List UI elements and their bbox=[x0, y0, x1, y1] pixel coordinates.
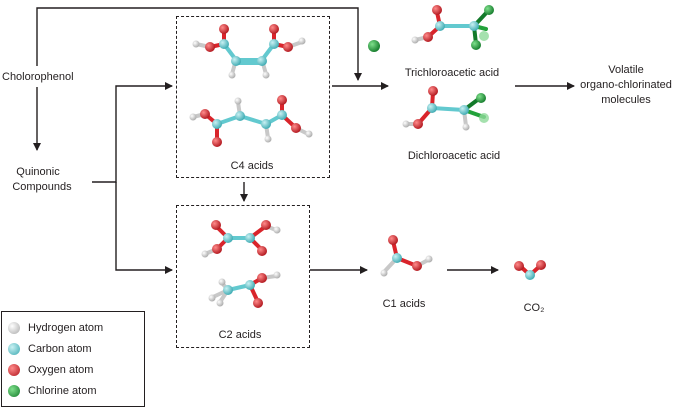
atom-legend: Hydrogen atom Carbon atom Oxygen atom Ch… bbox=[1, 311, 145, 407]
dichloroacetic-acid-molecule bbox=[402, 86, 489, 131]
hydrogen-atom-icon bbox=[8, 322, 20, 334]
legend-label-hydrogen: Hydrogen atom bbox=[28, 322, 104, 334]
c2-acids-box bbox=[176, 205, 310, 348]
c2-acids-label: C2 acids bbox=[218, 329, 262, 341]
c2-acid-molecule-bottom bbox=[208, 271, 281, 308]
c1-acid-molecule bbox=[380, 235, 433, 277]
legend-label-chlorine: Chlorine atom bbox=[28, 385, 97, 397]
co2-label: CO₂ bbox=[523, 302, 545, 314]
oxygen-atom-icon bbox=[8, 364, 20, 376]
arrow-chlorophenol-to-chloroacetic bbox=[36, 7, 362, 81]
volatile-label-line1: Volatile bbox=[608, 64, 644, 76]
c4-acids-box bbox=[176, 16, 330, 178]
c2-acid-molecule-top bbox=[201, 220, 281, 258]
dichloroacetic-label: Dichloroacetic acid bbox=[407, 150, 501, 162]
carbon-atom-icon bbox=[8, 343, 20, 355]
legend-item-oxygen: Oxygen atom bbox=[8, 363, 93, 377]
c4-acid-molecule-bottom bbox=[189, 95, 313, 147]
quinonic-label-line1: Quinonic bbox=[16, 166, 60, 178]
chlorophenol-label: Cholorophenol bbox=[2, 71, 74, 83]
chlorine-radical-icon bbox=[368, 40, 380, 52]
volatile-label-line3: molecules bbox=[601, 94, 651, 106]
legend-label-oxygen: Oxygen atom bbox=[28, 364, 94, 376]
volatile-label-line2: organo-chlorinated bbox=[580, 79, 672, 91]
c1-acids-label: C1 acids bbox=[382, 298, 426, 310]
legend-item-carbon: Carbon atom bbox=[8, 342, 92, 356]
chlorine-atom-icon bbox=[8, 385, 20, 397]
arrow-quinonic-to-c2 bbox=[115, 182, 173, 274]
legend-label-carbon: Carbon atom bbox=[28, 343, 92, 355]
c4-acids-label: C4 acids bbox=[230, 160, 274, 172]
legend-item-chlorine: Chlorine atom bbox=[8, 384, 96, 398]
legend-item-hydrogen: Hydrogen atom bbox=[8, 321, 103, 335]
trichloroacetic-label: Trichloroacetic acid bbox=[404, 67, 500, 79]
co2-molecule bbox=[514, 260, 546, 280]
trichloroacetic-acid-molecule bbox=[411, 5, 494, 50]
arrow-quinonic-to-c4 bbox=[92, 82, 173, 183]
quinonic-label-line2: Compounds bbox=[12, 181, 72, 193]
c4-acid-molecule-top bbox=[192, 24, 306, 79]
